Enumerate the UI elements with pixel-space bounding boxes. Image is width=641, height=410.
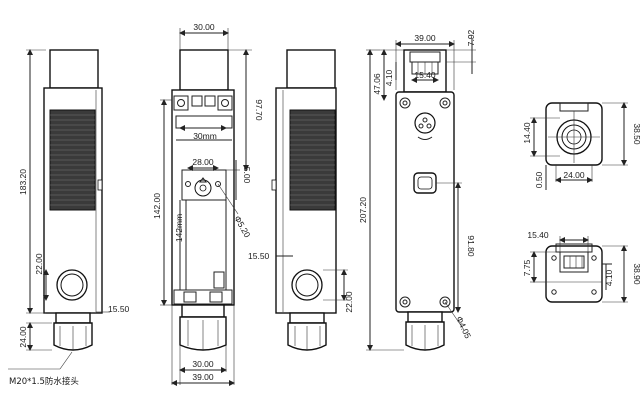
dim-38-50: 38.50 <box>632 123 641 145</box>
dim-38-90: 38.90 <box>632 263 641 285</box>
dim-height: 183.20 <box>18 169 28 195</box>
dim-24-00: 24.00 <box>563 170 585 180</box>
dim-hole-22: 22.00 <box>344 291 354 313</box>
dim-7-75: 7.75 <box>522 259 532 276</box>
dim-15-40: 15.40 <box>414 70 436 80</box>
dim-top-15-40: 15.40 <box>527 230 549 240</box>
dim-top-width: 30.00 <box>193 22 215 32</box>
dim-142: 142.00 <box>152 193 162 219</box>
view-3-side: 15.50 22.00 <box>248 49 354 351</box>
view-4-front: 39.00 7.92 47.06 4.10 15.40 207.20 91.80… <box>358 29 476 351</box>
dim-5: 5.00 <box>242 167 252 184</box>
dim-97: 97.70 <box>254 99 264 121</box>
dim-28: 28.00 <box>192 157 214 167</box>
view-6-top: 15.40 7.75 4.10 38.90 <box>522 230 641 303</box>
dim-phi-520: Φ5.20 <box>232 214 252 239</box>
dim-47-06: 47.06 <box>372 73 382 95</box>
dim-142mm: 142mm <box>174 214 184 242</box>
dim-4-10: 4.10 <box>384 69 394 86</box>
gland-caption: M20*1.5防水接头 <box>9 376 79 387</box>
dim-bottom-39: 39.00 <box>192 372 214 382</box>
dim-side-offset: 15.50 <box>108 304 130 314</box>
dim-bottom-30: 30.00 <box>192 359 214 369</box>
dim-39: 39.00 <box>414 33 436 43</box>
dim-7-92: 7.92 <box>466 29 476 46</box>
dim-hole-height: 22.00 <box>34 253 44 275</box>
view-2-front-internal: 30.00 97.70 30mm 28.00 5.00 142.00 142mm… <box>152 22 264 386</box>
dim-top-4-10: 4.10 <box>604 269 614 286</box>
view-1-side: 183.20 22.00 15.50 24.00 M20*1.5防水接头 <box>8 49 130 387</box>
dim-91-80: 91.80 <box>466 235 476 257</box>
dim-15-50: 15.50 <box>248 251 270 261</box>
dim-14-40: 14.40 <box>522 122 532 144</box>
dim-30mm: 30mm <box>193 131 217 141</box>
dim-0-50: 0.50 <box>534 171 544 188</box>
dim-gland-height: 24.00 <box>18 326 28 348</box>
dim-207-20: 207.20 <box>358 197 368 223</box>
view-5-bottom: 14.40 38.50 0.50 24.00 <box>522 102 641 190</box>
dim-phi-405: Φ4.05 <box>454 315 473 341</box>
